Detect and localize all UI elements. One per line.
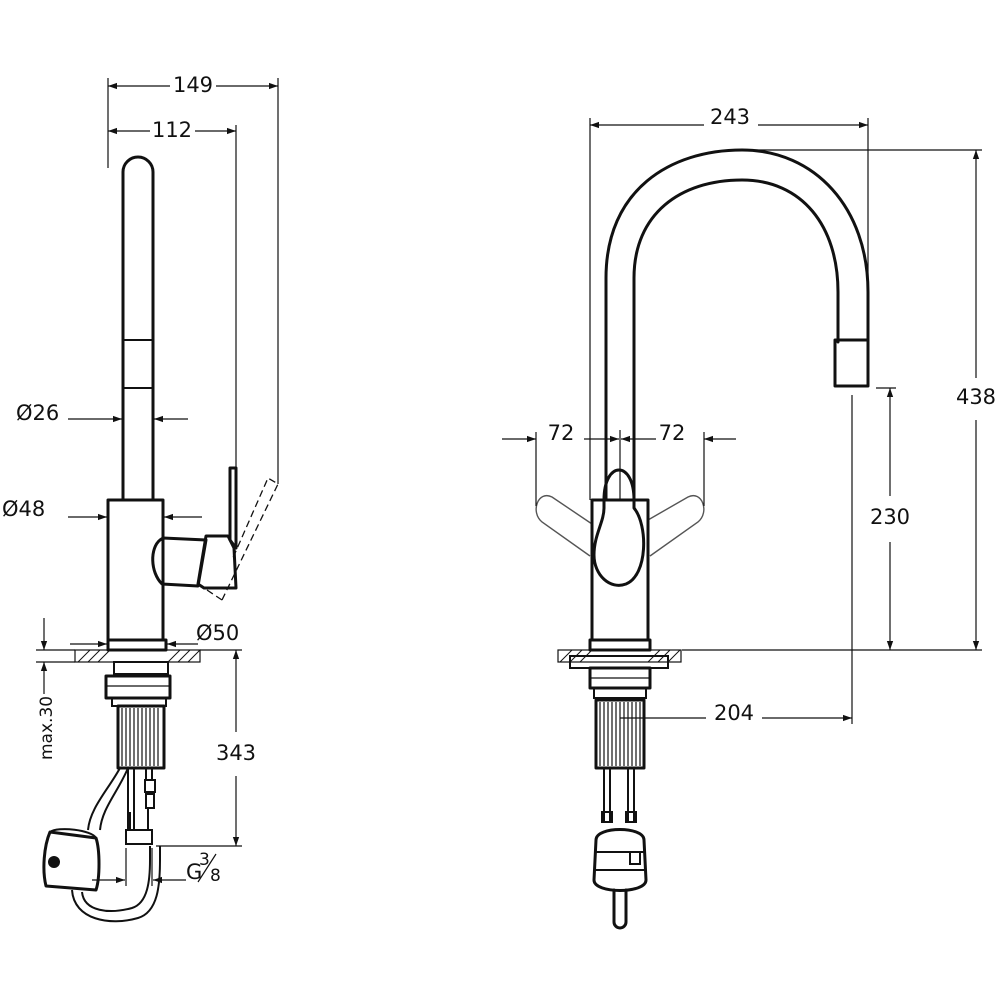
dim-hose-length: 343 — [216, 741, 256, 765]
front-countertop — [557, 649, 682, 663]
front-lever-ghost-right — [647, 494, 705, 557]
front-gooseneck-outer — [604, 148, 870, 502]
front-supply-pipes — [603, 768, 635, 822]
dim-thread-den: 8 — [210, 866, 221, 886]
front-threaded-shank — [594, 698, 646, 770]
side-thread-lines — [121, 708, 159, 766]
front-lever-ghost-left — [535, 494, 593, 557]
side-countertop-hatch — [77, 649, 201, 663]
front-view-dimensions: 243 72 72 438 230 204 — [502, 105, 996, 725]
front-base-collar — [588, 638, 652, 652]
dim-dia-spout: Ø26 — [16, 401, 59, 425]
dim-max-thickness: max.30 — [37, 696, 57, 760]
front-nut-lower — [593, 687, 647, 699]
side-pullout-hose — [71, 767, 161, 923]
front-thread-lines — [599, 702, 641, 766]
side-supply-fitting-upper — [144, 779, 156, 793]
front-hose-weight — [592, 828, 648, 892]
side-spout-tube — [121, 155, 155, 502]
side-nut — [104, 674, 172, 700]
dim-lever-right: 72 — [659, 421, 686, 445]
side-supply-fitting — [125, 829, 153, 845]
side-hose-weight — [42, 830, 101, 892]
dim-dia-base: Ø50 — [196, 621, 239, 645]
dim-reach-hole: 204 — [714, 701, 754, 725]
side-view — [42, 155, 279, 923]
dim-thread-g: G — [186, 860, 202, 884]
side-supply-pipes — [127, 768, 153, 830]
dim-dia-body: Ø48 — [2, 497, 45, 521]
dim-height-total: 438 — [956, 385, 996, 409]
front-hose-end — [612, 888, 628, 930]
front-lever — [592, 468, 646, 587]
side-lever-open-dashed — [203, 477, 279, 601]
front-spray-head — [833, 338, 870, 388]
side-shank-upper — [113, 661, 169, 675]
dim-width-spout: 112 — [152, 118, 192, 142]
side-base-collar — [106, 638, 168, 652]
side-lever — [151, 536, 208, 588]
dim-height-spout: 230 — [870, 505, 910, 529]
side-lever-cap — [196, 534, 238, 590]
side-view-dimensions: 149 112 Ø26 Ø48 Ø50 max.30 343 — [2, 73, 279, 886]
dim-lever-left: 72 — [548, 421, 575, 445]
front-view — [535, 148, 870, 930]
front-weight-clip-icon — [629, 851, 641, 865]
dim-width-overall: 149 — [173, 73, 213, 97]
side-threaded-shank — [116, 704, 166, 770]
dim-thread-num: 3 — [199, 850, 210, 870]
side-supply-fitting-mid — [145, 793, 155, 809]
side-lever-handle — [228, 466, 238, 550]
front-gooseneck-inner — [632, 178, 840, 502]
side-weight-clip-icon — [48, 856, 60, 868]
dim-reach: 243 — [710, 105, 750, 129]
